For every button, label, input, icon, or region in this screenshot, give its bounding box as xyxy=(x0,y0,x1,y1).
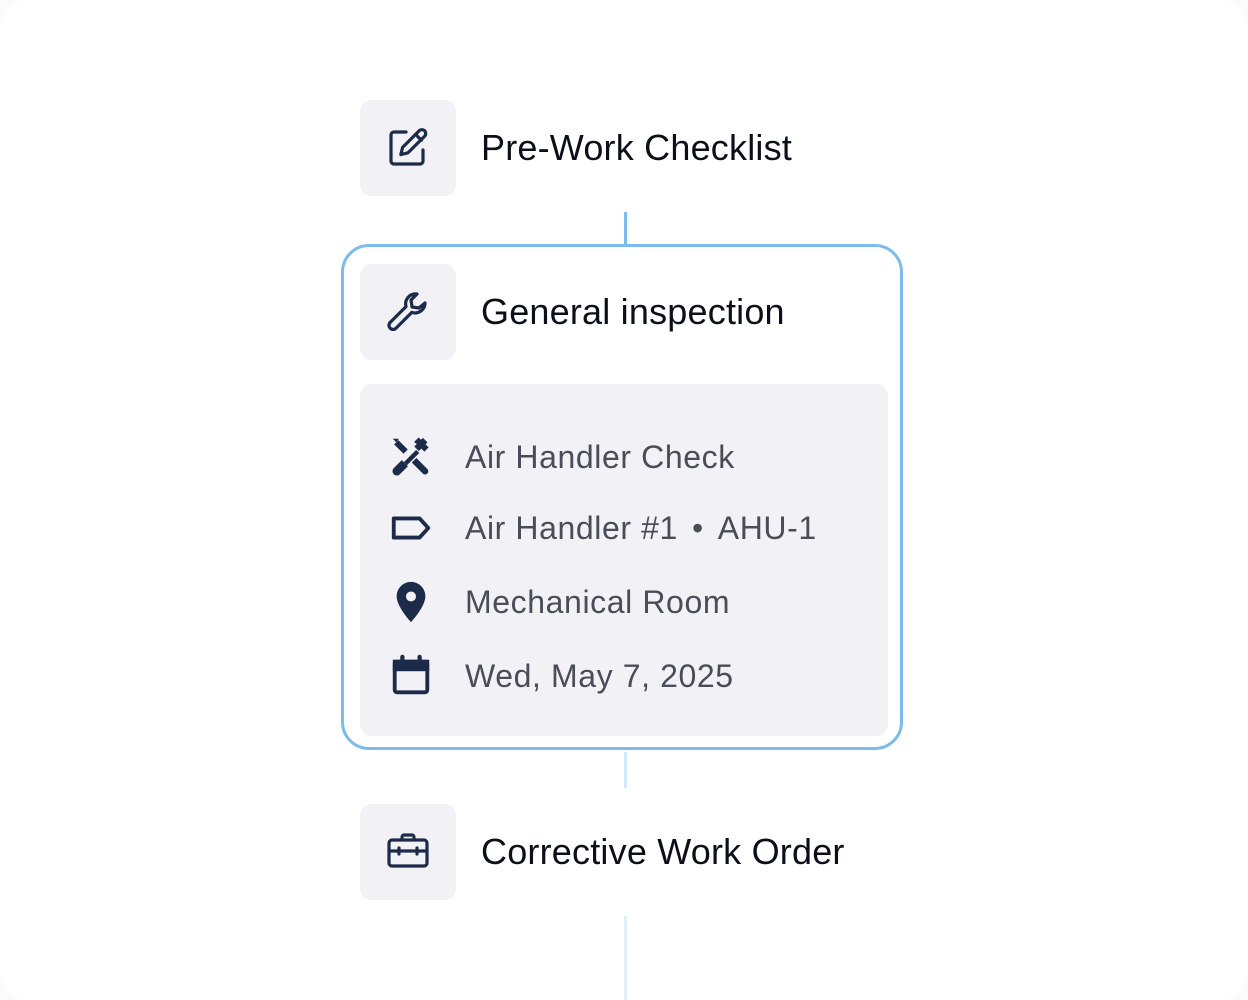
detail-task: Air Handler Check xyxy=(388,433,735,481)
step-title: General inspection xyxy=(481,291,785,332)
step-pre-work-checklist[interactable]: Pre-Work Checklist xyxy=(360,100,792,196)
connector-line xyxy=(624,916,627,1000)
calendar-icon xyxy=(392,654,430,695)
detail-location: Mechanical Room xyxy=(388,578,730,626)
wrench-icon xyxy=(387,292,427,331)
step-icon-tile xyxy=(360,264,456,360)
step-icon-tile xyxy=(360,804,456,900)
step-details-panel: Air Handler Check Air Handler #1 • AHU-1 M… xyxy=(360,384,888,736)
asset-code: AHU-1 xyxy=(717,509,817,546)
detail-asset: Air Handler #1 • AHU-1 xyxy=(388,504,817,552)
step-icon-tile xyxy=(360,100,456,196)
step-title: Pre-Work Checklist xyxy=(481,127,792,168)
edit-icon xyxy=(389,128,428,166)
connector-line xyxy=(624,212,627,246)
tools-icon xyxy=(392,437,429,476)
location-name: Mechanical Room xyxy=(465,583,731,620)
connector-line xyxy=(624,752,627,788)
tag-icon xyxy=(391,516,431,540)
separator-dot: • xyxy=(691,509,704,546)
detail-date: Wed, May 7, 2025 xyxy=(388,652,734,700)
step-corrective-work-order[interactable]: Corrective Work Order xyxy=(360,804,845,900)
scheduled-date: Wed, May 7, 2025 xyxy=(465,657,734,694)
location-pin-icon xyxy=(396,581,426,623)
step-general-inspection[interactable]: General inspection xyxy=(360,264,785,360)
step-title: Corrective Work Order xyxy=(481,831,845,872)
asset-name: Air Handler #1 xyxy=(465,509,678,546)
asset-info: Air Handler #1 • AHU-1 xyxy=(465,510,817,547)
task-name: Air Handler Check xyxy=(465,438,735,475)
toolbox-icon xyxy=(387,833,429,868)
